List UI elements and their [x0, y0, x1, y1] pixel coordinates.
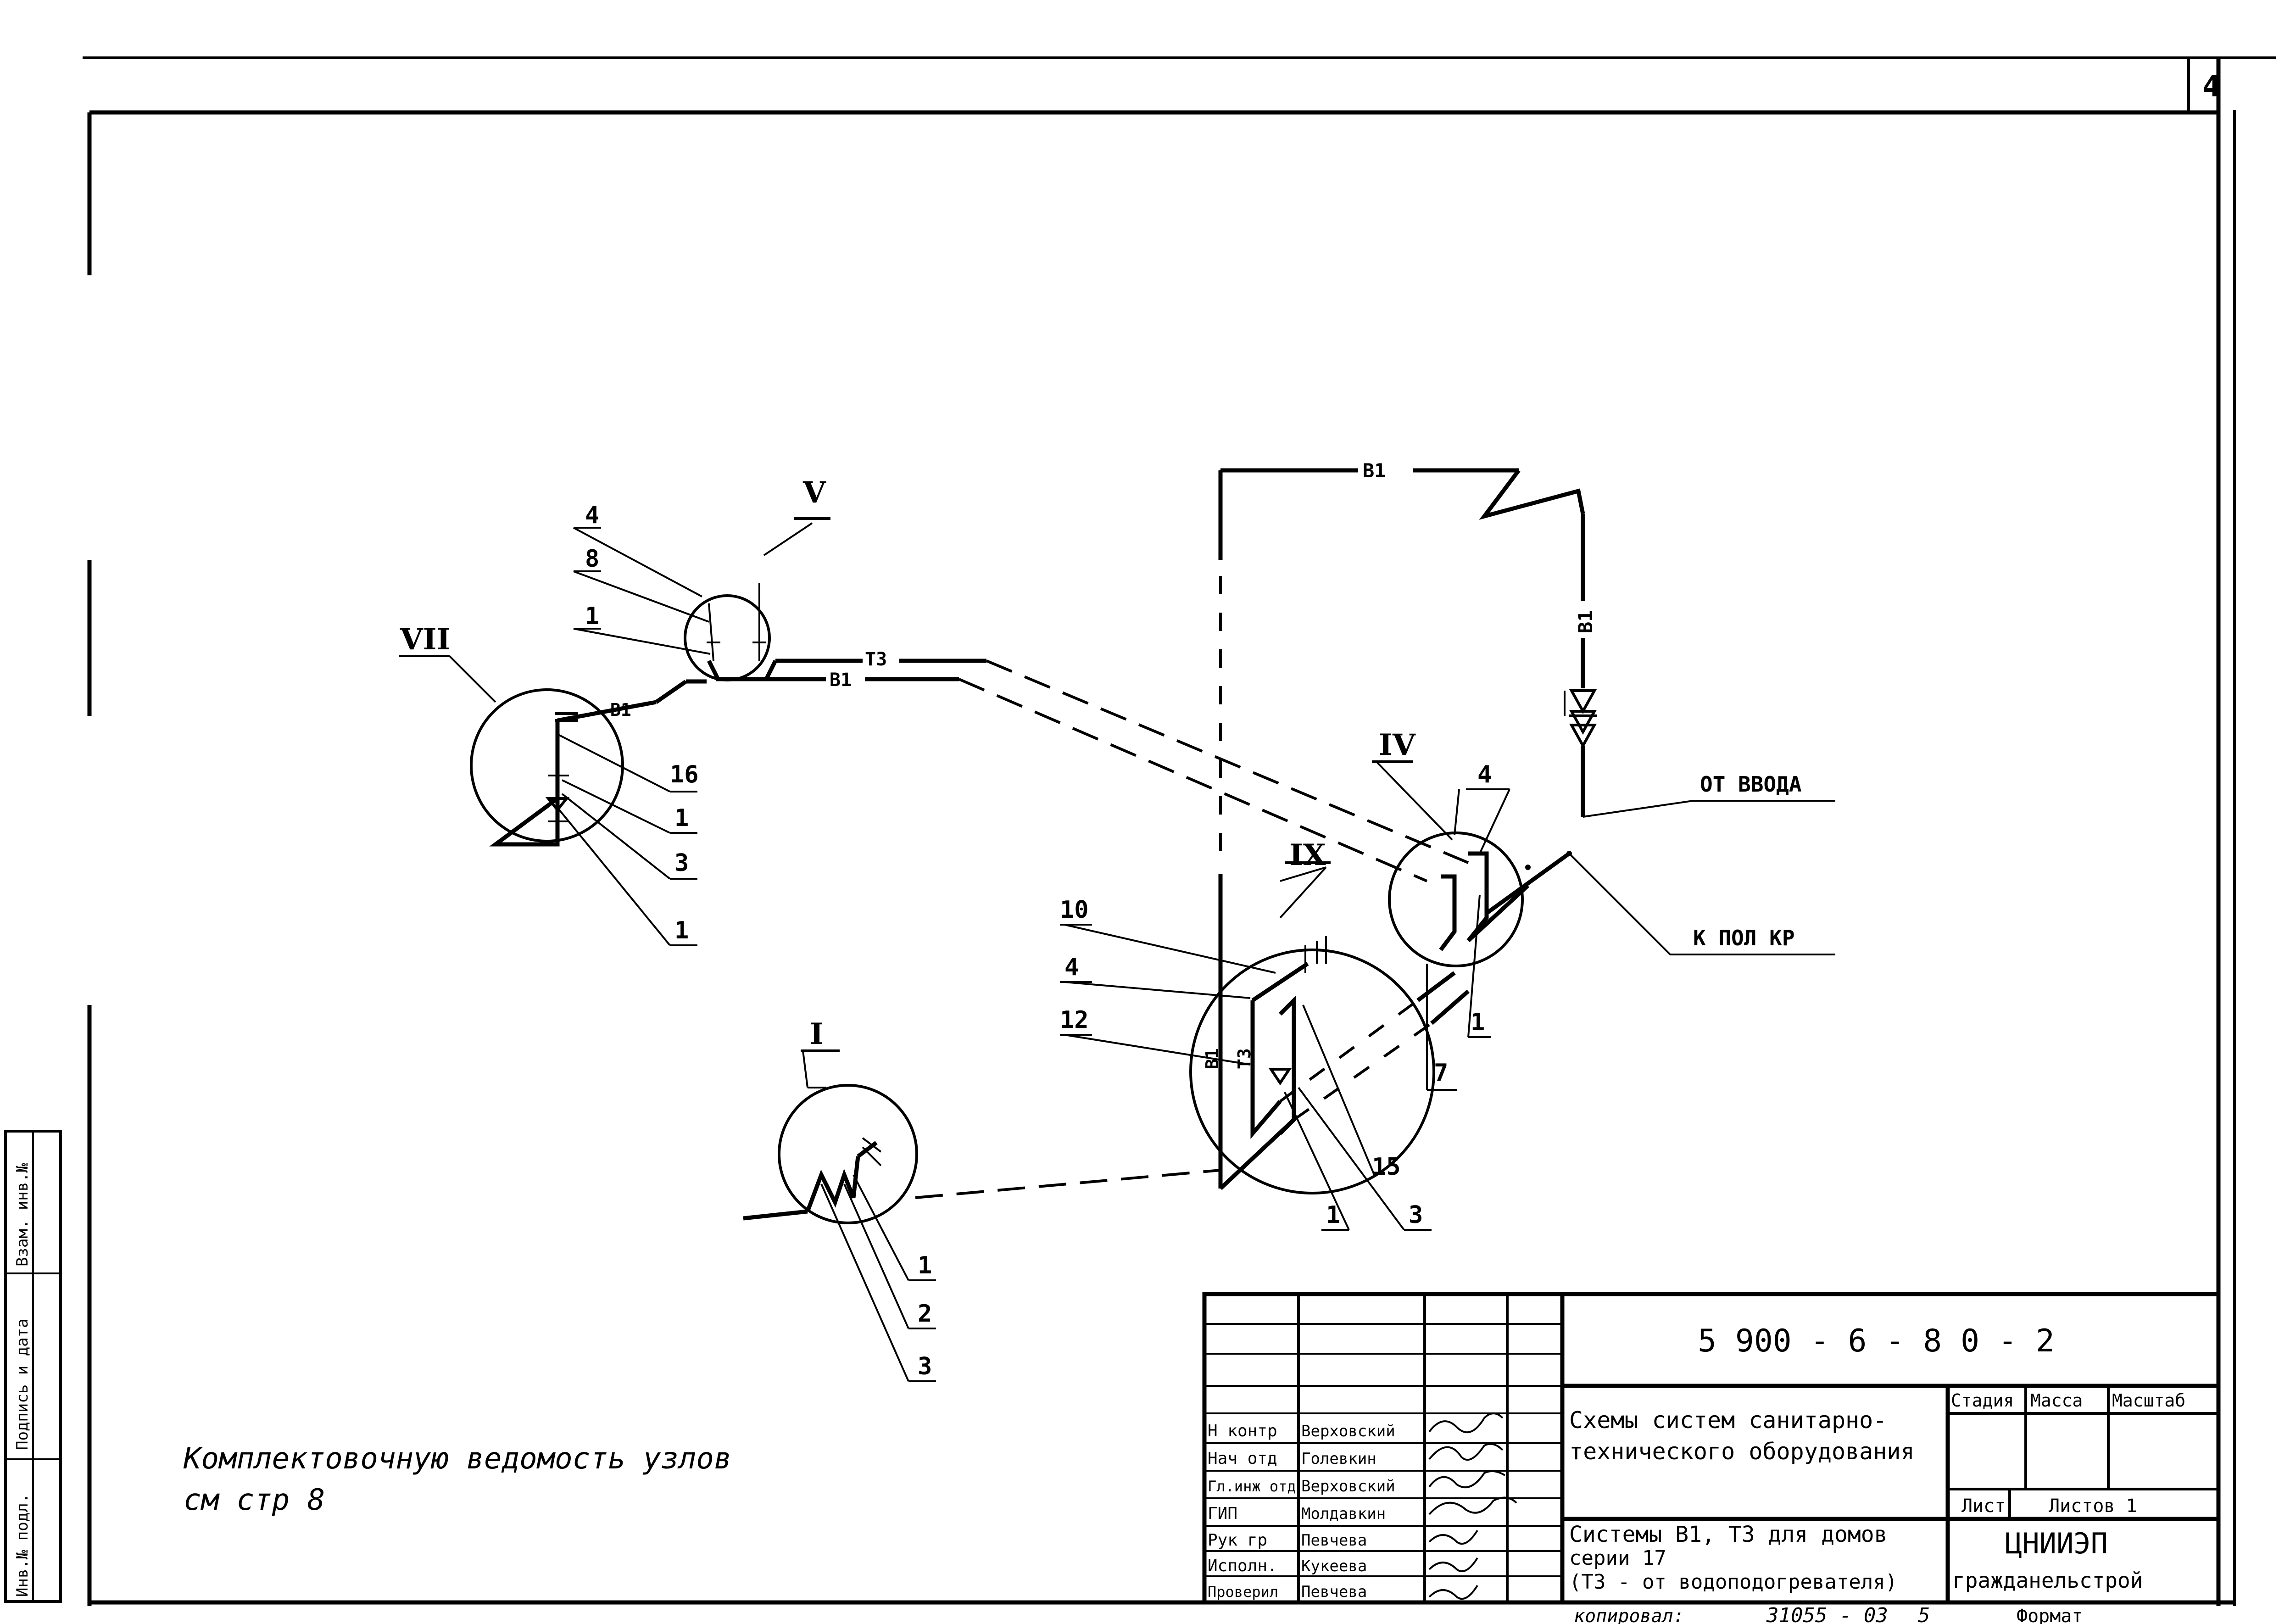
- copied-code: 31055 - 03: [1766, 1604, 1888, 1624]
- role-gip: ГИП: [1208, 1504, 1237, 1523]
- leader-iv-4: 4: [1477, 761, 1492, 788]
- node-vii-circle: [470, 688, 624, 843]
- page-number: 4: [2202, 70, 2220, 104]
- roles-column: Н контр Нач отд Гл.инж отд ГИП Рук гр Ис…: [1208, 1422, 1296, 1601]
- org-line1: ЦНИИЭП: [2005, 1527, 2108, 1560]
- role-gl-inzh: Гл.инж отд: [1208, 1478, 1296, 1495]
- format-label: Формат: [2017, 1606, 2083, 1624]
- title-line1: Схемы систем санитарно-: [1569, 1407, 1887, 1434]
- leader-ix-1: 1: [1326, 1201, 1340, 1229]
- names-column: Верховский Голевкин Верховский Молдавкин…: [1301, 1422, 1395, 1601]
- pipe-t3-b1: [655, 659, 1469, 882]
- node-iv: [1372, 760, 1835, 1091]
- pipe-label-t3-ix: Т3: [1234, 1048, 1254, 1069]
- node-i: [743, 1049, 1221, 1382]
- node-iv-circle: [1388, 832, 1524, 967]
- side-stamp-inv: Инв.№ подл.: [13, 1494, 32, 1597]
- pipe-label-b1-ix: В1: [1202, 1048, 1222, 1069]
- callout-ix: IX: [1289, 838, 1326, 872]
- leader-vii-1a: 1: [674, 804, 689, 832]
- leader-iv-1: 1: [1471, 1009, 1485, 1036]
- doc-code: 5 900 - 6 - 8 0 - 2: [1698, 1323, 2055, 1359]
- pipe-label-t3: Т3: [865, 649, 887, 670]
- b1-riser-from-input: [1218, 468, 1835, 1189]
- name-3: Верховский: [1301, 1477, 1395, 1496]
- label-floor-drain: К ПОЛ КР: [1693, 926, 1795, 950]
- col-stage: Стадия: [1951, 1390, 2014, 1411]
- note-line2: см стр 8: [184, 1483, 325, 1517]
- copied-label: копировал:: [1574, 1606, 1684, 1624]
- leader-v-1: 1: [585, 603, 599, 630]
- org-line2: гражданeльстрой: [1952, 1568, 2143, 1593]
- pipe-label-b1-vertical: В1: [1574, 610, 1597, 633]
- leader-ix-12: 12: [1060, 1006, 1089, 1034]
- title-block-grid: [1202, 1292, 2221, 1605]
- copied-num: 5: [1918, 1604, 1930, 1624]
- callout-i: I: [810, 1017, 824, 1051]
- node-v-circle: [684, 594, 771, 681]
- node-vii: [399, 655, 697, 946]
- signatures: [1428, 1412, 1517, 1600]
- sheet-label: Лист: [1961, 1496, 2006, 1517]
- leader-ix-4: 4: [1064, 954, 1079, 981]
- role-n-kontr: Н контр: [1208, 1422, 1277, 1440]
- role-ruk-gr: Рук гр: [1208, 1531, 1267, 1550]
- sheets-label: Листов 1: [2049, 1496, 2137, 1517]
- leader-vii-1b: 1: [674, 917, 689, 944]
- note-line1: Комплектовочную ведомость узлов: [183, 1442, 731, 1476]
- name-2: Голевкин: [1301, 1450, 1376, 1468]
- leader-i-3: 3: [918, 1353, 932, 1380]
- sheet-frame: [83, 56, 2276, 1606]
- col-mass: Масса: [2030, 1390, 2083, 1411]
- sub-line3: (Т3 - от водоподогревателя): [1569, 1570, 1897, 1594]
- side-stamp: [4, 1130, 62, 1603]
- side-stamp-podpis: Подпись и дата: [13, 1318, 32, 1450]
- pipe-label-b1-top: В1: [1363, 459, 1386, 482]
- callout-vii: VII: [400, 622, 451, 657]
- name-4: Молдавкин: [1301, 1505, 1386, 1523]
- role-proveril: Проверил: [1208, 1583, 1278, 1601]
- leader-vii-16: 16: [670, 761, 699, 788]
- leader-v-8: 8: [585, 545, 599, 573]
- side-stamp-vzam: Взам. инв.№: [13, 1163, 32, 1267]
- pipe-label-b1: В1: [830, 670, 852, 691]
- node-ix: [1060, 861, 1470, 1231]
- name-6: Кукеева: [1301, 1557, 1367, 1575]
- col-scale: Масштаб: [2112, 1390, 2185, 1411]
- pipe-label-b1-vii: В1: [610, 700, 631, 720]
- title-line2: технического оборудования: [1569, 1438, 1915, 1465]
- node-ix-circle: [1189, 949, 1435, 1194]
- leader-i-2: 2: [918, 1300, 932, 1328]
- role-nach-otd: Нач отд: [1208, 1449, 1277, 1468]
- node-i-circle: [778, 1084, 918, 1224]
- callout-iv: IV: [1379, 728, 1416, 762]
- label-from-input: ОТ ВВОДА: [1700, 772, 1802, 797]
- leader-ix-15: 15: [1372, 1153, 1401, 1181]
- callout-v: V: [802, 475, 826, 510]
- sub-line2: серии 17: [1569, 1546, 1666, 1570]
- leader-ix-10: 10: [1060, 896, 1089, 924]
- sub-line1: Системы В1, Т3 для домов: [1569, 1522, 1888, 1547]
- leader-v-4: 4: [585, 502, 599, 529]
- name-1: Верховский: [1301, 1422, 1395, 1440]
- role-ispoln: Исполн.: [1208, 1557, 1277, 1575]
- leader-ix-3: 3: [1409, 1201, 1423, 1229]
- node-v: [573, 517, 830, 681]
- leader-iv-7: 7: [1434, 1059, 1448, 1087]
- leader-i-1: 1: [918, 1252, 932, 1279]
- name-5: Певчева: [1301, 1531, 1367, 1550]
- name-7: Певчева: [1301, 1583, 1367, 1601]
- leader-vii-3: 3: [674, 849, 689, 877]
